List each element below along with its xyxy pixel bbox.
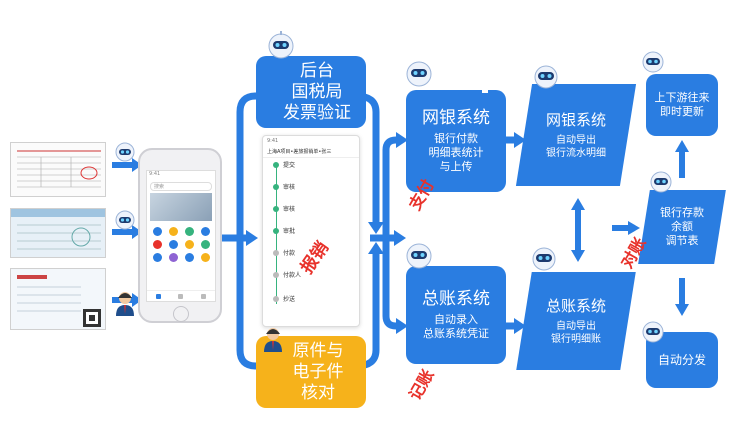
updown-update-box: 上下游往来 即时更新 [646, 74, 718, 136]
robot-icon [640, 48, 666, 74]
robot-icon [532, 62, 560, 90]
robot-icon [530, 244, 558, 272]
original-box-line: 原件与 [292, 340, 344, 361]
workflow-step: 抄送 [273, 294, 295, 303]
hub-bottom-curve [236, 238, 262, 370]
ledger1-title: 总账系统 [422, 289, 490, 309]
updown-line: 上下游往来 [654, 91, 710, 104]
phone-banner-image [150, 193, 212, 221]
app-icon[interactable] [152, 240, 162, 249]
ledger2-line: 自动导出 [555, 321, 596, 332]
tax-verification-box: 后台 国税局 发票验证 [256, 56, 366, 128]
robot-icon [404, 58, 434, 88]
train-ticket-document [10, 268, 106, 330]
workflow-step: 提交 [273, 160, 295, 169]
auto-distribute-box: 自动分发 [646, 332, 718, 388]
ledger-system-entry-box: 总账系统 自动录入 总账系统凭证 [406, 266, 506, 364]
app-icon[interactable] [184, 227, 194, 236]
autosplit-line: 自动分发 [657, 353, 706, 367]
bank-receipt-document [10, 208, 106, 258]
workflow-step: 审核 [273, 204, 295, 213]
person-icon [114, 290, 136, 316]
phone-home-button [173, 306, 189, 322]
bank1-title: 网银系统 [422, 108, 490, 128]
deposit-line: 余额 [671, 220, 693, 233]
mobile-phone: 9:41 搜索 [138, 148, 222, 323]
phone-status-bar: 9:41 [147, 171, 215, 181]
original-box-line: 电子件 [292, 361, 344, 382]
workflow-step: 审核 [273, 182, 295, 191]
updown-line: 即时更新 [660, 105, 704, 118]
ledger1-line: 自动录入 [434, 313, 478, 326]
home-tab-icon[interactable] [155, 293, 161, 299]
tax-box-line: 后台 [300, 60, 334, 81]
phone-search-input[interactable]: 搜索 [150, 182, 212, 191]
original-check-box: 原件与 电子件 核对 [256, 336, 366, 408]
bank1-line: 与上传 [439, 160, 473, 173]
bank1-line: 银行付款 [434, 132, 478, 145]
app-icon[interactable] [184, 240, 194, 249]
bank-system-export-box: 网银系统 自动导出 银行流水明细 [515, 84, 637, 186]
robot-icon [404, 240, 434, 270]
app-icon[interactable] [168, 253, 178, 262]
ledger-system-export-box: 总账系统 自动导出 银行明细账 [516, 272, 636, 370]
approval-workflow-screen: 9:41 上海A项目•差旅报销单•张三 提交 审核 审核 审批 付款 付款人 抄… [262, 135, 360, 327]
robot-icon [114, 140, 136, 162]
deposit-line: 调节表 [665, 234, 699, 247]
app-icon[interactable] [184, 253, 194, 262]
workflow-timeline [276, 164, 277, 304]
bank2-title: 网银系统 [545, 111, 606, 129]
message-tab-icon[interactable] [178, 293, 184, 299]
workflow-step: 付款人 [273, 270, 301, 279]
workflow-step: 审批 [273, 226, 295, 235]
phone-app-grid [147, 223, 215, 266]
tax-box-line: 国税局 [291, 81, 343, 102]
workflow-status-time: 9:41 [267, 138, 279, 144]
ledger1-line: 总账系统凭证 [423, 327, 489, 340]
hub-top-curve [236, 92, 262, 238]
app-icon[interactable] [200, 227, 210, 236]
app-icon[interactable] [200, 253, 210, 262]
profile-tab-icon[interactable] [201, 293, 207, 299]
phone-screen: 9:41 搜索 [146, 170, 216, 302]
deposit-line: 银行存款 [660, 206, 704, 219]
robot-icon [266, 30, 296, 60]
workflow-header: 上海A项目•差旅报销单•张三 [263, 146, 359, 158]
app-icon[interactable] [152, 253, 162, 262]
bank1-line: 明细表统计 [428, 146, 484, 159]
invoice-document [10, 142, 106, 197]
bank2-line: 银行流水明细 [545, 148, 606, 159]
robot-icon [640, 318, 666, 344]
bank-reconciliation-box: 银行存款 余额 调节表 [638, 190, 726, 264]
computer-monitor-icon [474, 76, 496, 94]
original-box-line: 核对 [301, 382, 335, 403]
phone-tab-bar [147, 290, 215, 301]
robot-icon [648, 168, 674, 194]
person-icon [262, 326, 284, 352]
robot-icon [114, 208, 136, 230]
bank2-line: 自动导出 [555, 135, 596, 146]
app-icon[interactable] [152, 227, 162, 236]
ledger2-title: 总账系统 [545, 297, 606, 315]
tax-box-line: 发票验证 [283, 102, 351, 123]
app-icon[interactable] [168, 240, 178, 249]
workflow-step: 付款 [273, 248, 295, 257]
app-icon[interactable] [168, 227, 178, 236]
ledger2-line: 银行明细账 [550, 334, 601, 345]
app-icon[interactable] [200, 240, 210, 249]
bank-system-upload-box: 网银系统 银行付款 明细表统计 与上传 [406, 90, 506, 192]
